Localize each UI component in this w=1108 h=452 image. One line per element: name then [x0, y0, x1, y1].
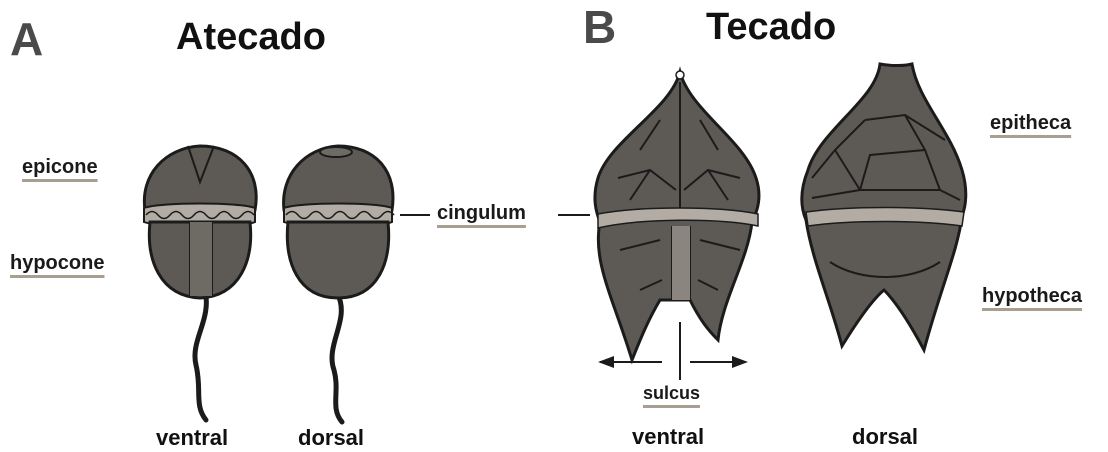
- label-hypotheca: hypotheca: [982, 285, 1082, 308]
- panel-a-dorsal-label: dorsal: [298, 425, 364, 451]
- panel-b-ventral-label: ventral: [632, 424, 704, 450]
- athecate-ventral-cell: [144, 146, 256, 420]
- label-sulcus: sulcus: [643, 383, 700, 404]
- panel-a-ventral-label: ventral: [156, 425, 228, 451]
- label-cingulum: cingulum: [437, 202, 526, 225]
- thecate-ventral-cell: [595, 71, 759, 360]
- thecate-dorsal-cell: [802, 64, 966, 350]
- label-hypocone: hypocone: [10, 252, 104, 275]
- label-epicone: epicone: [22, 156, 98, 179]
- panel-b-dorsal-label: dorsal: [852, 424, 918, 450]
- sulcus-arrows: [598, 322, 748, 380]
- athecate-dorsal-cell: [284, 146, 394, 422]
- label-epitheca: epitheca: [990, 112, 1071, 135]
